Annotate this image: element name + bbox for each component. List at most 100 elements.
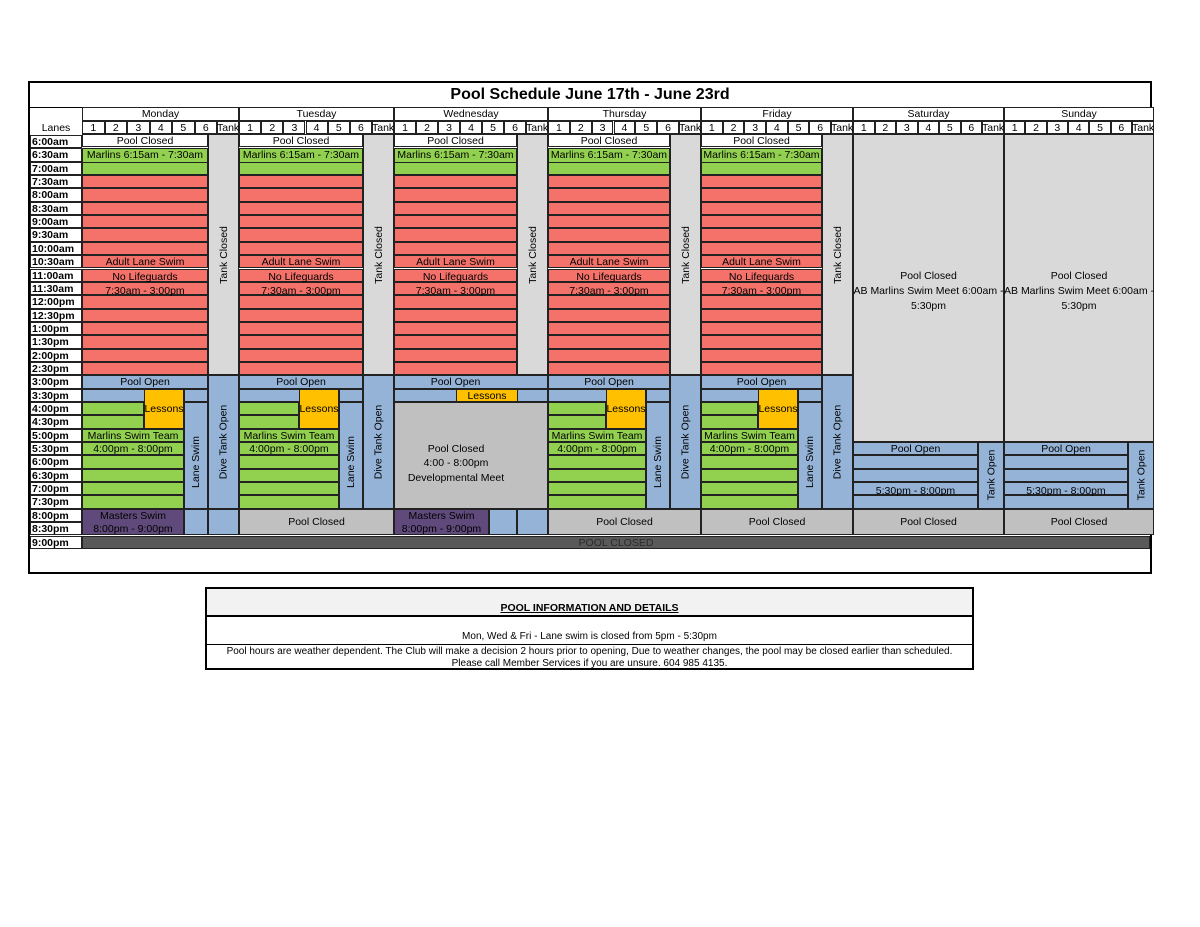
lane-number-cell [744,121,766,134]
weekend-closed-block [853,134,1004,443]
time-cell [30,308,82,322]
lane-swim-column [184,402,208,509]
lane-number-cell [701,121,723,134]
lane-number-cell [172,121,195,134]
lane-blue-top [646,388,670,402]
dive-tank-open-column [670,375,701,509]
lessons-label: Lessons [758,403,798,415]
tank-closed-label: Tank Closed [363,135,394,375]
adult-lane-swim-row [239,201,363,216]
tank-header: Tank [982,122,1005,134]
time-cell [30,135,82,149]
time-cell [30,522,82,536]
adult-lane-swim-row [548,295,670,309]
lane-number: 4 [925,122,932,134]
tank-header-cell [831,121,853,134]
pool-closed-bar [82,535,1150,549]
masters-swim-label: Masters Swim [408,509,475,522]
adult-lane-swim-row [701,321,822,336]
lane-number: 6 [817,122,824,134]
weekend-closed-label: Pool Closed [900,269,957,282]
adult-lane-swim-row [701,308,822,322]
adult-lane-swim-row [394,268,517,282]
no-lifeguards-label: No Lifeguards [112,270,178,283]
tank-closed-label: Tank Closed [822,135,853,375]
pool-closed-evening [239,508,394,536]
lane-number: 2 [1033,122,1039,134]
adult-lane-swim-row [82,348,208,362]
time-label: 12:30pm [32,309,75,322]
evening-green-row [548,428,646,443]
adult-lane-swim-row [548,321,670,336]
info-line-2: Pool hours are weather dependent. The Cl… [226,646,953,657]
day-name: Thursday [602,108,647,120]
weekend-tank-open [1128,442,1154,509]
weekend-closed-label: Pool Closed [1050,269,1108,282]
lane-number-cell [1089,121,1111,134]
adult-lane-swim-row [239,215,363,229]
day-header [853,107,1004,121]
pool-closed-label: Pool Closed [116,135,174,147]
lane-number: 6 [202,122,209,134]
no-lifeguards-label: No Lifeguards [728,270,795,283]
no-lifeguards-label: No Lifeguards [268,270,334,283]
lane-number-cell [766,121,788,134]
adult-lane-swim-row [394,255,517,269]
lane-number: 3 [1054,122,1061,134]
lane-number: 1 [90,122,97,134]
tank-closed-label-text: Tank Closed [679,226,692,285]
lane-number-cell [283,121,306,134]
adult-lane-swim-row [239,255,363,269]
marlins-morning-label: Marlins 6:15am - 7:30am [550,149,668,162]
time-cell [30,535,82,549]
lane-number: 3 [291,122,298,134]
adult-time-label: 7:30am - 3:00pm [105,284,185,297]
evening-green-row [701,455,798,469]
weekend-open-row [853,442,978,456]
weekend-open-row [853,495,978,509]
adult-lane-swim-row [548,228,670,242]
no-lifeguards-label: No Lifeguards [422,270,489,283]
lane-number: 1 [860,122,867,134]
lane-number-cell [127,121,150,134]
lessons-block [144,388,184,429]
dive-tank-open-label-text: Dive Tank Open [831,404,844,480]
lessons-label: Lessons [606,403,646,415]
info-heading: POOL INFORMATION AND DETAILS [207,589,972,617]
adult-lane-swim-label: Adult Lane Swim [722,256,801,269]
evening-time-label: 4:00pm - 8:00pm [93,443,173,456]
adult-time-label: 7:30am - 3:00pm [261,284,341,297]
marlins-morning-row [548,161,670,176]
lane-number: 6 [1118,122,1125,134]
evening-green-row [548,495,646,509]
lane-number-cell [787,121,810,134]
weekend-tank-open-label-text: Tank Open [985,450,998,501]
day-name: Saturday [907,108,950,120]
marlins-morning-label: Marlins 6:15am - 7:30am [242,149,360,162]
pool-closed-label: Pool Closed [427,135,484,147]
adult-lane-swim-row [701,268,822,282]
dive-tank-open-column [822,375,853,509]
time-label: 7:00pm [32,483,69,496]
lane-number-cell [239,121,262,134]
evening-green-row [701,428,798,443]
tank-closed-label-text: Tank Closed [526,226,539,285]
lane-number-cell [809,121,831,134]
lane-number-cell [327,121,350,134]
time-label: 6:00pm [32,456,69,469]
pool-open-row [239,375,363,389]
time-cell [30,455,82,469]
time-label: 3:00pm [32,376,69,389]
lanes-label: Lanes [41,122,71,134]
developmental-title: Pool Closed [427,443,485,456]
lane-number-cell [635,121,658,134]
dive-tank-open-label-text: Dive Tank Open [372,404,385,480]
adult-lane-swim-row [701,255,822,269]
time-cell [30,188,82,202]
adult-lane-swim-row [548,188,670,202]
weekend-open-row [853,482,978,496]
evening-green-row [239,495,339,509]
tank-header: Tank [679,122,702,134]
tank-closed-label-text: Tank Closed [372,226,385,285]
